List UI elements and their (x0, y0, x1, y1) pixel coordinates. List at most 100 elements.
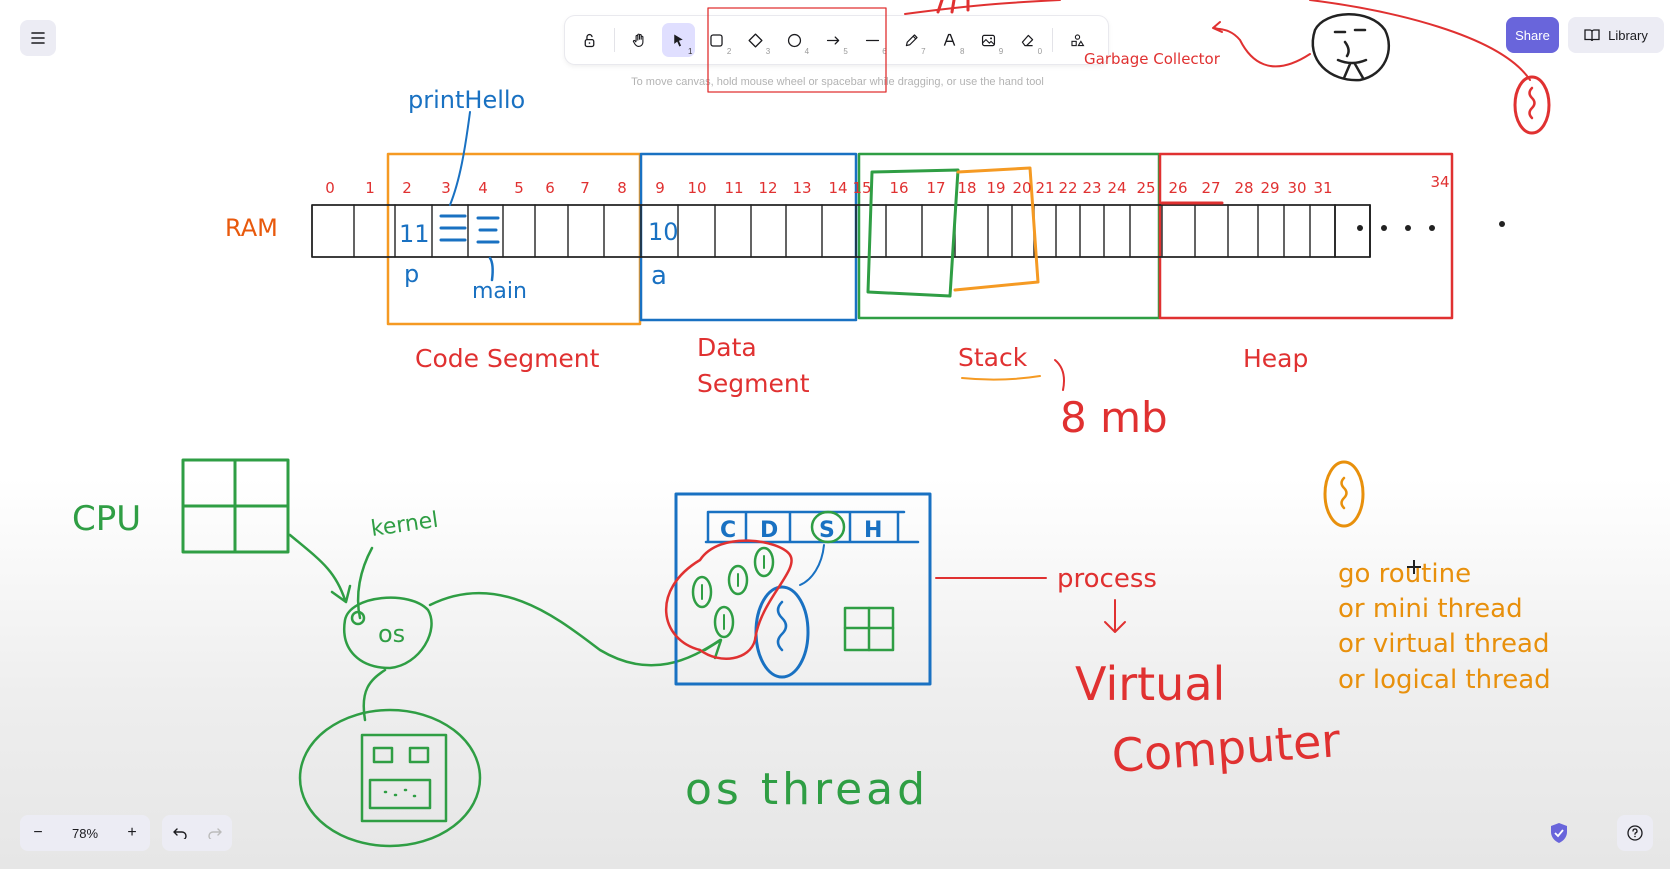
cell-index-11: 11 (724, 179, 743, 197)
zoom-level[interactable]: 78% (71, 825, 99, 841)
virtual-label: Virtual (1075, 657, 1225, 711)
redo-button[interactable] (197, 827, 232, 839)
goroutine-marks (701, 555, 765, 630)
gc-arrow (1212, 21, 1311, 68)
draw-tool[interactable]: 7 (895, 23, 928, 57)
var-a-label: a (651, 261, 667, 291)
hand-icon (632, 33, 644, 47)
cell-index-13: 13 (792, 179, 811, 197)
goroutine-line-2: or mini thread (1338, 594, 1523, 624)
process-thread-link (799, 544, 825, 586)
cell-index-24: 24 (1107, 179, 1126, 197)
cell-index-0: 0 (325, 179, 335, 197)
cell-index-5: 5 (514, 179, 524, 197)
shield-icon (1551, 823, 1567, 843)
zoom-controls: − 78% + (20, 815, 150, 851)
kernel-pointer (356, 546, 374, 620)
brand-shield-badge[interactable] (1544, 818, 1574, 848)
ellipse-tool[interactable]: 4 (778, 23, 811, 57)
goroutine-line-1: go routine (1338, 559, 1471, 589)
func-glyph-4 (476, 216, 500, 244)
diamond-tool[interactable]: 3 (739, 23, 772, 57)
text-icon (944, 33, 956, 46)
library-button[interactable]: Library (1568, 17, 1664, 53)
line-tool[interactable]: 6 (856, 23, 889, 57)
text-tool[interactable]: 8 (934, 23, 967, 57)
red-curve-right (1309, 0, 1531, 81)
hamburger-icon (31, 32, 45, 44)
goroutine-line-3: or virtual thread (1338, 629, 1549, 659)
shortcut-number: 8 (959, 47, 965, 56)
goroutine-orange-squiggle (1340, 476, 1348, 510)
goroutine-red (1513, 75, 1551, 135)
share-button[interactable]: Share (1506, 17, 1559, 53)
line-icon (865, 39, 879, 41)
cell-index-28: 28 (1234, 179, 1253, 197)
eraser-icon (1021, 34, 1034, 46)
goroutine-group-outline (664, 539, 793, 660)
process-label: process (1057, 564, 1157, 594)
process-segments-bar (704, 510, 920, 544)
process-cpu-grid (843, 606, 895, 652)
process-down-arrow (1104, 599, 1126, 633)
selection-tool[interactable]: 1 (661, 23, 695, 57)
main-menu-button[interactable] (20, 20, 56, 56)
help-button[interactable] (1617, 815, 1653, 851)
toolbar-divider (613, 28, 615, 52)
undo-button[interactable] (162, 827, 197, 839)
red-note-box (707, 7, 887, 93)
image-tool[interactable]: 9 (972, 23, 1005, 57)
cell-index-6: 6 (545, 179, 555, 197)
image-icon (982, 34, 996, 46)
goroutine-ovals (691, 546, 775, 639)
func-glyph-3 (439, 214, 467, 242)
cell-index-30: 30 (1287, 179, 1306, 197)
pencil-icon (905, 33, 918, 46)
move-cursor-icon (1407, 560, 1421, 574)
toolbar-divider (1052, 28, 1054, 52)
cell-index-27: 27 (1201, 179, 1220, 197)
data-segment-label-1: Data (697, 333, 757, 362)
device-body (360, 733, 448, 823)
cpu-grid (181, 458, 290, 554)
cell-index-23: 23 (1082, 179, 1101, 197)
printhello-pointer (449, 111, 471, 206)
data-segment-label-2: Segment (697, 369, 810, 398)
cell-index-2: 2 (402, 179, 412, 197)
canvas-hint: To move canvas, hold mouse wheel or spac… (631, 76, 1044, 88)
device-screen-dots (383, 788, 417, 798)
process-letter-c: C (720, 518, 736, 543)
arrow-tool[interactable]: 5 (817, 23, 850, 57)
zoom-in-button[interactable]: + (127, 824, 137, 841)
process-letter-s: S (819, 518, 835, 543)
lock-tool[interactable] (573, 23, 606, 57)
cell-index-15: 15 (852, 179, 871, 197)
goroutine-orange (1323, 460, 1365, 528)
more-tools[interactable] (1061, 23, 1094, 57)
zoom-out-button[interactable]: − (33, 824, 43, 841)
kernel-label: kernel (369, 508, 440, 542)
main-label: main (472, 279, 527, 304)
eraser-tool[interactable]: 0 (1011, 23, 1044, 57)
pointer-icon (673, 34, 683, 46)
shortcut-number: 6 (882, 47, 887, 56)
cell-value-a: 10 (648, 218, 679, 246)
shortcut-number: 7 (921, 47, 926, 56)
cell-index-14: 14 (828, 179, 847, 197)
device-screen (368, 778, 432, 810)
hand-tool[interactable] (623, 23, 656, 57)
cell-index-25: 25 (1136, 179, 1155, 197)
main-thread-oval (754, 585, 810, 679)
process-letter-d: D (760, 518, 778, 543)
main-thread-squiggle (776, 600, 788, 652)
goroutine-red-squiggle (1528, 86, 1536, 120)
cell-index-22: 22 (1058, 179, 1077, 197)
ram-cell-dividers (353, 204, 1336, 258)
heap-segment-box (1158, 152, 1454, 320)
rectangle-tool[interactable]: 2 (701, 23, 734, 57)
process-letter-h: H (864, 518, 882, 543)
device-key-2 (408, 746, 430, 764)
shortcut-number: 9 (998, 47, 1004, 56)
stack-size-brace (1054, 359, 1065, 391)
